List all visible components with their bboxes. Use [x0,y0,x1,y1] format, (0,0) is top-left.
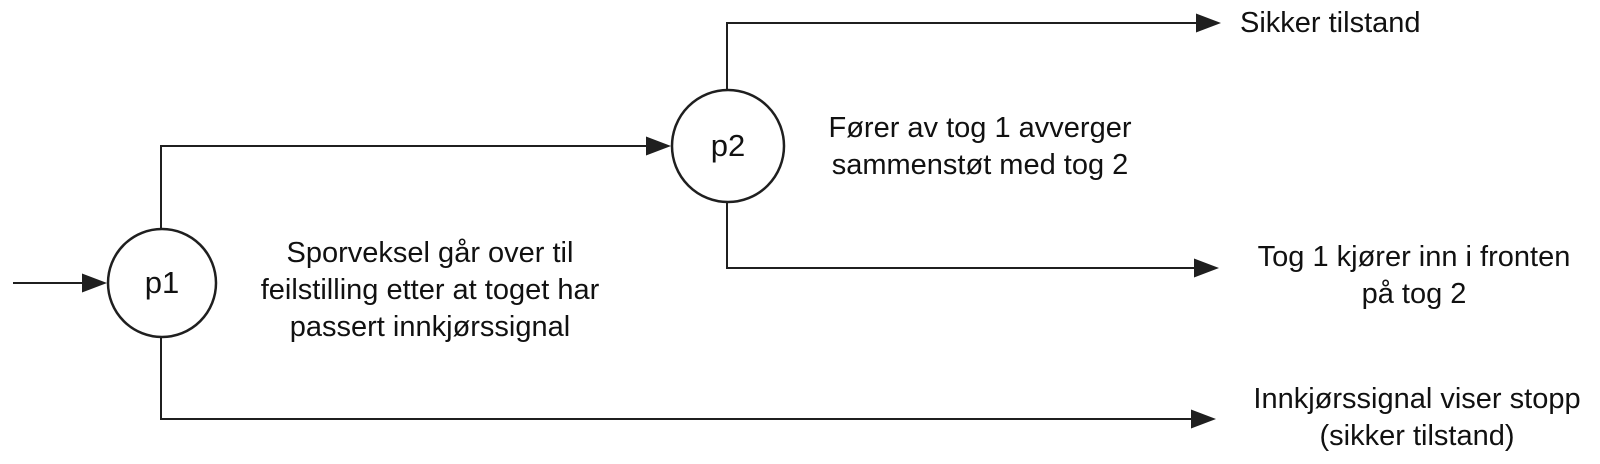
description-line: Fører av tog 1 avverger [828,112,1132,144]
node-p1-circle [106,227,218,339]
description-line: Sporveksel går over til [286,237,574,269]
p2-branch-description: Fører av tog 1 avverger sammenstøt med t… [810,110,1150,184]
outcome-signal-stop: Innkjørssignal viser stopp (sikker tilst… [1238,381,1596,455]
arrowhead-icon [82,273,107,293]
edge-p1-to-signal-stop [160,336,1216,429]
description-line: feilstilling etter at toget har [260,274,600,306]
outcome-line: på tog 2 [1361,278,1467,310]
outcome-collision: Tog 1 kjører inn i fronten på tog 2 [1240,239,1588,313]
p1-branch-description: Sporveksel går over til feilstilling ett… [230,235,630,346]
arrowhead-icon [1196,13,1221,33]
outcome-line: Tog 1 kjører inn i fronten [1257,241,1571,273]
description-line: sammenstøt med tog 2 [831,149,1129,181]
node-p2-circle [670,88,786,204]
edge-p2-to-collision [726,200,1219,278]
node-p1-label: p1 [144,265,180,300]
outcome-safe-state: Sikker tilstand [1240,5,1590,42]
outcome-line: (sikker tilstand) [1319,420,1515,452]
input-arrow [13,273,107,293]
description-line: passert innkjørssignal [289,311,571,343]
arrowhead-icon [646,136,671,156]
edge-p2-to-safe-state [726,13,1221,92]
outcome-line: Innkjørssignal viser stopp [1253,383,1581,415]
arrowhead-icon [1191,409,1216,429]
edge-p1-to-p2 [160,136,671,230]
arrowhead-icon [1194,258,1219,278]
outcome-line: Sikker tilstand [1240,7,1421,39]
node-p2-label: p2 [710,128,746,163]
